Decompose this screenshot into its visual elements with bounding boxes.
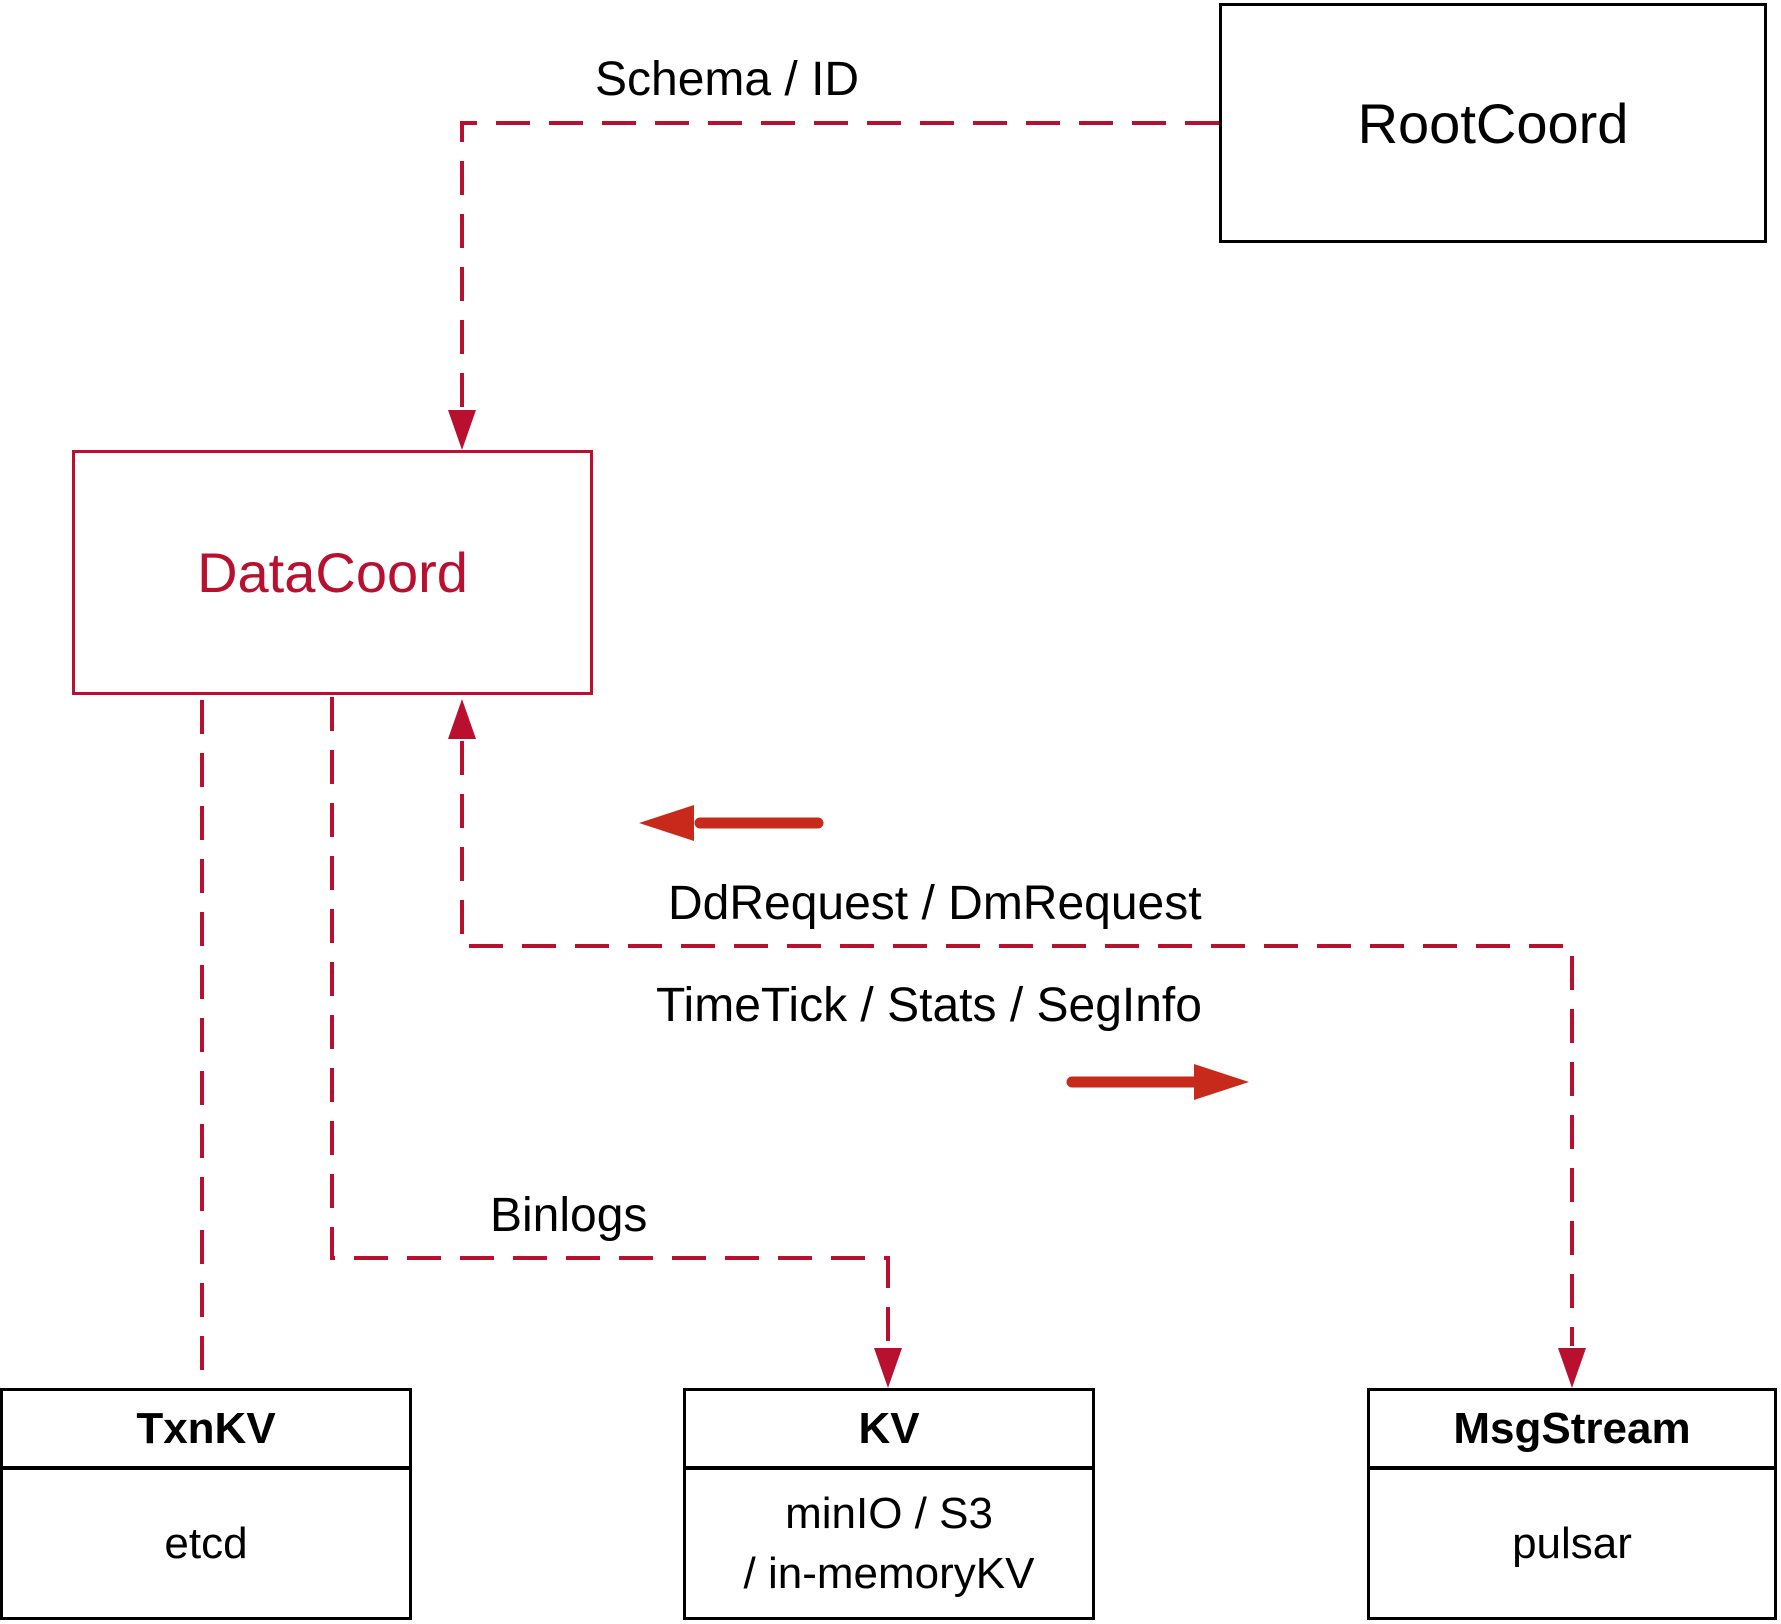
edge-label-binlogs: Binlogs xyxy=(490,1189,648,1242)
node-msgstream: MsgStream pulsar xyxy=(1367,1388,1777,1620)
node-txnkv: TxnKV etcd xyxy=(0,1388,412,1620)
node-rootcoord: RootCoord xyxy=(1219,3,1767,243)
node-txnkv-subtitle: etcd xyxy=(164,1518,248,1568)
edge-label-timetick-stats-seginfo: TimeTick / Stats / SegInfo xyxy=(656,979,1202,1032)
node-rootcoord-title: RootCoord xyxy=(1357,91,1629,155)
node-msgstream-title: MsgStream xyxy=(1370,1391,1774,1470)
edge-binlogs-line xyxy=(330,697,890,1346)
node-datacoord: DataCoord xyxy=(72,450,593,695)
edge-binlogs-arrowhead-icon xyxy=(874,1348,902,1388)
left-direction-arrowhead-icon xyxy=(639,805,694,841)
node-datacoord-title: DataCoord xyxy=(197,541,468,604)
node-kv-subtitle-line1: minIO / S3 xyxy=(785,1488,993,1538)
edge-label-ddrequest-dmrequest: DdRequest / DmRequest xyxy=(668,877,1202,930)
edge-schema-id-arrowhead-icon xyxy=(448,410,476,450)
edge-label-schema-id: Schema / ID xyxy=(595,53,860,106)
node-kv-title: KV xyxy=(686,1391,1092,1470)
edge-bus-up-arrowhead-icon xyxy=(448,699,476,739)
node-kv: KV minIO / S3 / in-memoryKV xyxy=(683,1388,1095,1620)
edge-bus-down-arrowhead-icon xyxy=(1558,1348,1586,1388)
edge-msgstream-bus-line xyxy=(460,741,1574,1346)
node-kv-subtitle-line2: / in-memoryKV xyxy=(743,1548,1035,1598)
node-txnkv-title: TxnKV xyxy=(3,1391,409,1470)
edge-schema-id-line xyxy=(460,121,1219,408)
node-msgstream-subtitle: pulsar xyxy=(1512,1518,1632,1568)
right-direction-arrowhead-icon xyxy=(1194,1064,1249,1100)
